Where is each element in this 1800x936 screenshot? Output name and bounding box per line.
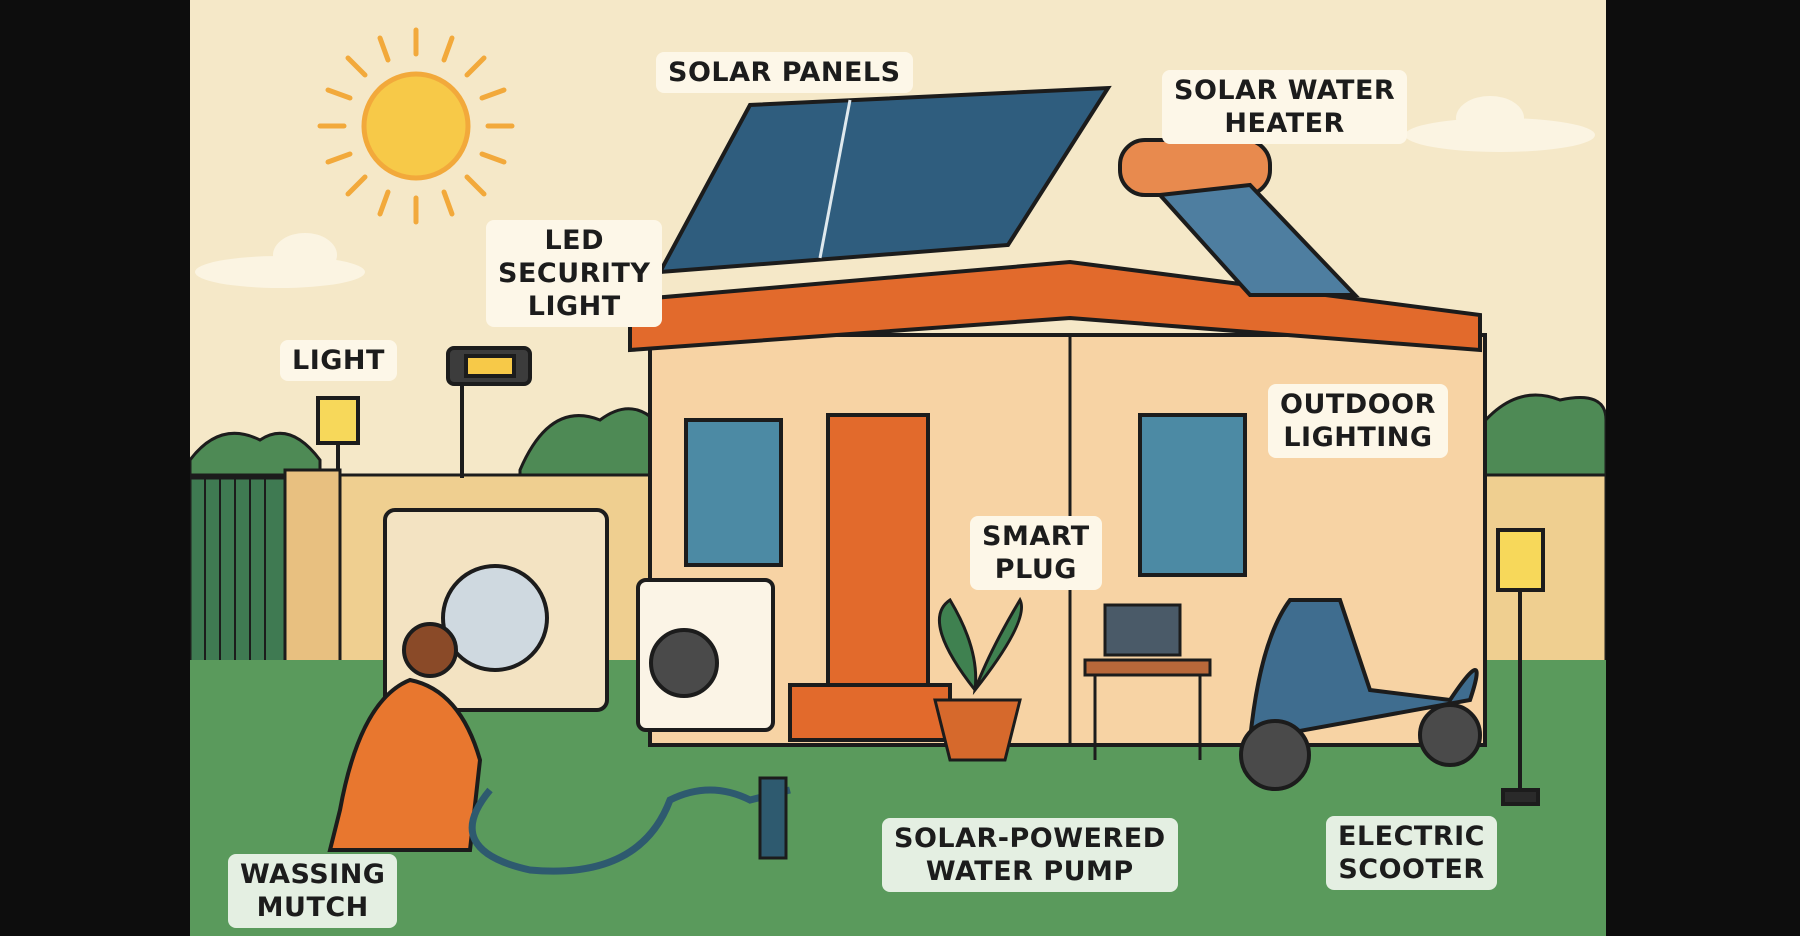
person-icon xyxy=(327,622,483,852)
sun-icon xyxy=(317,27,515,225)
security-light-icon xyxy=(446,346,532,478)
water-heater-icon xyxy=(1118,138,1360,297)
label-light: LIGHT xyxy=(280,340,397,381)
scooter-icon xyxy=(1239,598,1482,791)
label-solar-panels: SOLAR PANELS xyxy=(656,52,913,93)
hose-icon xyxy=(468,786,791,875)
solar-panel-icon xyxy=(656,85,1112,275)
plant-icon xyxy=(933,596,1023,762)
lamp-icon xyxy=(316,396,1545,806)
scene-graphics xyxy=(190,27,1606,936)
